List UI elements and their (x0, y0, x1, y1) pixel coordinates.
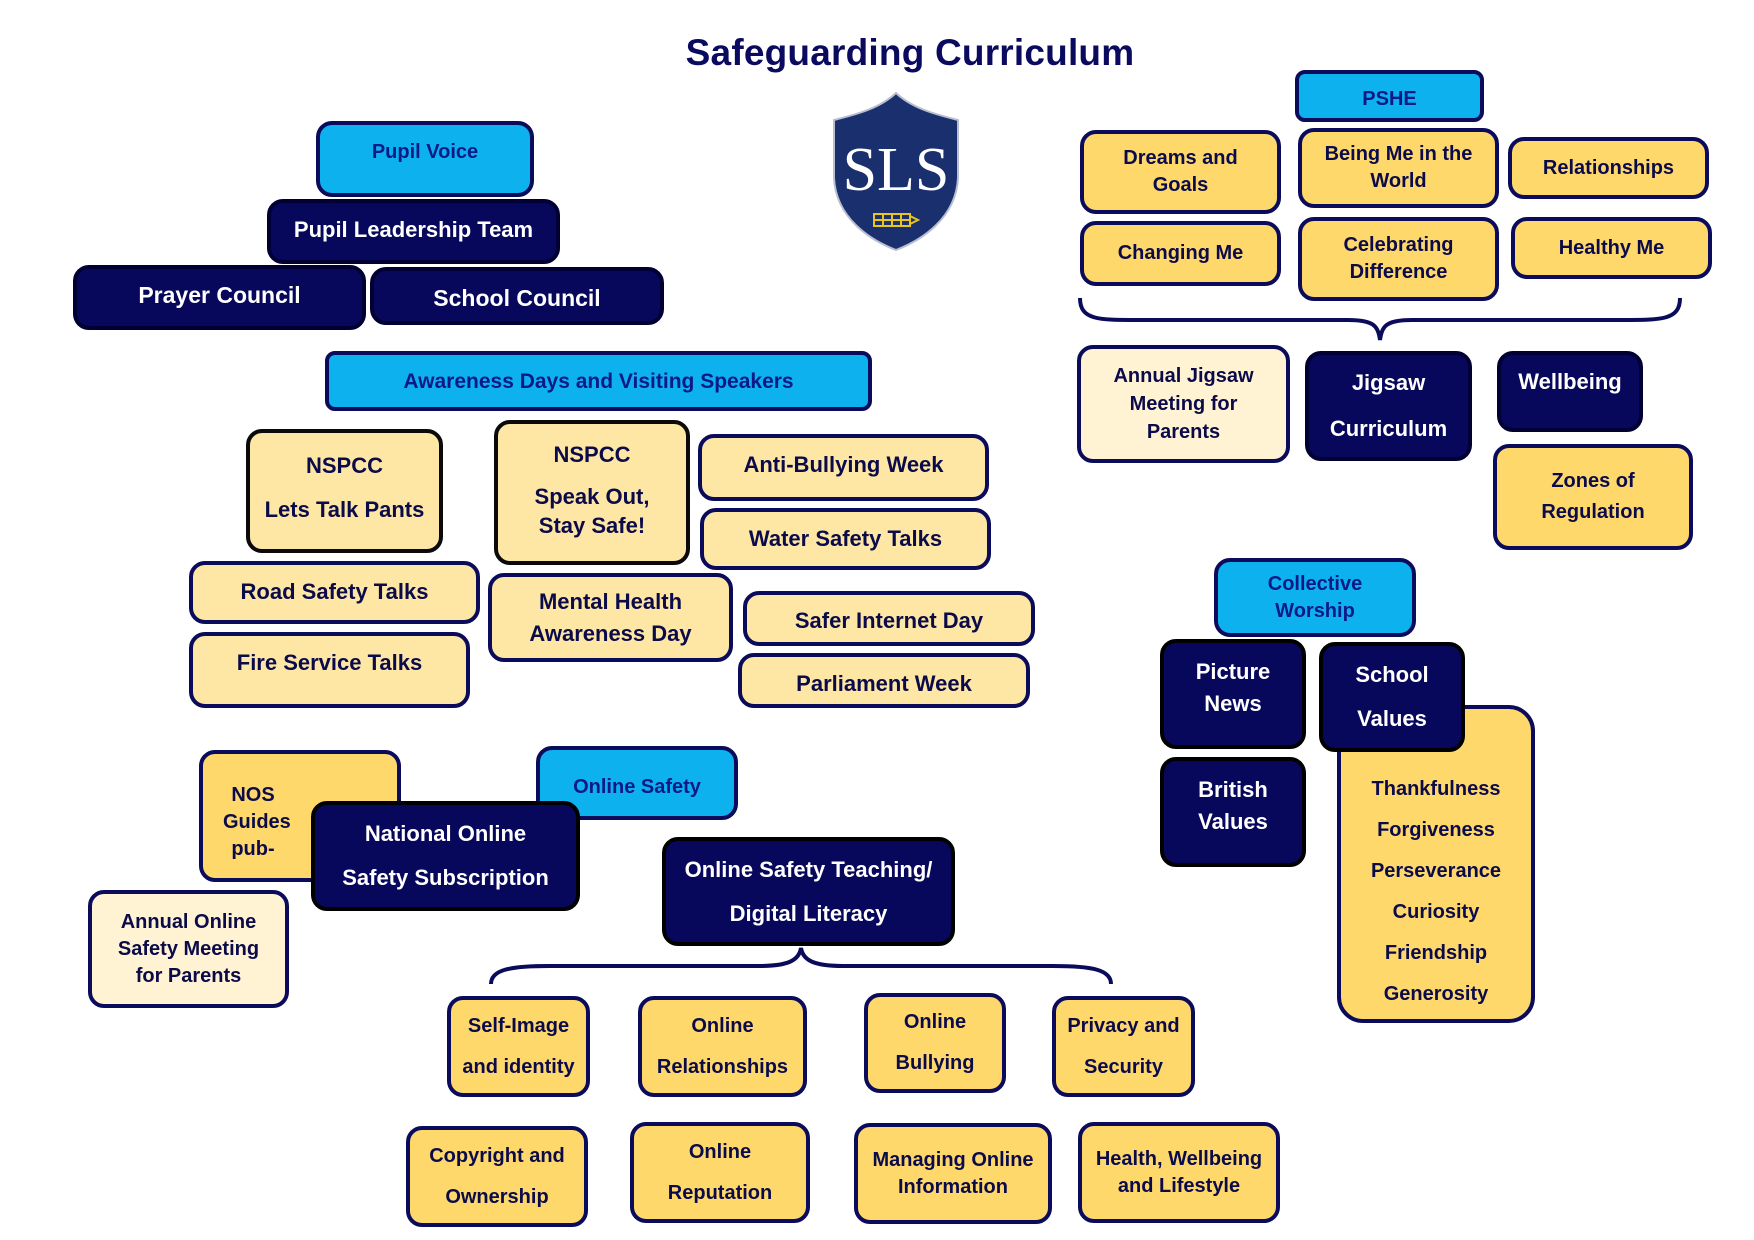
value-item: Forgiveness (1377, 819, 1495, 841)
road-safety-talks[interactable]: Road Safety Talks (189, 561, 480, 624)
prayer-council[interactable]: Prayer Council (73, 265, 366, 330)
pupil-voice-header[interactable]: Pupil Voice (316, 121, 534, 197)
school-values[interactable]: School Values (1319, 642, 1465, 752)
annual-jigsaw-meeting-for-parents[interactable]: Annual Jigsaw Meeting for Parents (1077, 345, 1290, 463)
school-crest-icon: SLS (833, 91, 959, 252)
pshe-topic-healthy-me[interactable]: Healthy Me (1511, 217, 1712, 279)
wellbeing[interactable]: Wellbeing (1497, 351, 1643, 432)
parliament-week[interactable]: Parliament Week (738, 653, 1030, 708)
nspcc-speak-out-stay-safe[interactable]: NSPCC Speak Out, Stay Safe! (494, 420, 690, 565)
annual-online-safety-meeting-for-parents[interactable]: Annual Online Safety Meeting for Parents (88, 890, 289, 1008)
page-title: Safeguarding Curriculum (685, 32, 1135, 73)
pupil-leadership-team[interactable]: Pupil Leadership Team (267, 199, 560, 264)
jigsaw-curriculum[interactable]: Jigsaw Curriculum (1305, 351, 1472, 461)
online-topic-relationships[interactable]: Online Relationships (638, 996, 807, 1097)
anti-bullying-week[interactable]: Anti-Bullying Week (698, 434, 989, 501)
value-item: Curiosity (1392, 901, 1480, 923)
value-item: Generosity (1383, 983, 1489, 1005)
pshe-topic-dreams-goals[interactable]: Dreams and Goals (1080, 130, 1281, 214)
crest-initials: SLS (843, 136, 950, 204)
online-topic-privacy-security[interactable]: Privacy and Security (1052, 996, 1195, 1097)
online-topic-managing-information[interactable]: Managing Online Information (854, 1123, 1052, 1224)
mental-health-awareness-day[interactable]: Mental Health Awareness Day (488, 573, 733, 662)
water-safety-talks[interactable]: Water Safety Talks (700, 508, 991, 570)
value-item: Perseverance (1370, 860, 1502, 882)
pshe-topic-relationships[interactable]: Relationships (1508, 137, 1709, 199)
nspcc-lets-talk-pants[interactable]: NSPCC Lets Talk Pants (246, 429, 443, 553)
online-topic-health-wellbeing[interactable]: Health, Wellbeing and Lifestyle (1078, 1122, 1280, 1223)
online-topic-copyright[interactable]: Copyright and Ownership (406, 1126, 588, 1227)
pshe-topic-celebrating-difference[interactable]: Celebrating Difference (1298, 217, 1499, 301)
fire-service-talks[interactable]: Fire Service Talks (189, 632, 470, 708)
pshe-header[interactable]: PSHE (1295, 70, 1484, 122)
online-topic-reputation[interactable]: Online Reputation (630, 1122, 810, 1223)
online-safety-teaching-digital-literacy[interactable]: Online Safety Teaching/ Digital Literacy (662, 837, 955, 946)
value-item: Thankfulness (1371, 778, 1501, 800)
safer-internet-day[interactable]: Safer Internet Day (743, 591, 1035, 646)
collective-worship-header[interactable]: Collective Worship (1214, 558, 1416, 637)
school-council[interactable]: School Council (370, 267, 664, 325)
value-item: Friendship (1384, 942, 1488, 964)
awareness-days-header[interactable]: Awareness Days and Visiting Speakers (325, 351, 872, 411)
pshe-brace (1078, 297, 1682, 341)
online-topic-bullying[interactable]: Online Bullying (864, 993, 1006, 1093)
online-safety-brace (489, 947, 1113, 985)
picture-news[interactable]: Picture News (1160, 639, 1306, 749)
online-topic-self-image[interactable]: Self-Image and identity (447, 996, 590, 1097)
nos-guides[interactable]: NOS Guides pub- (199, 750, 401, 882)
school-values-list: Thankfulness Forgiveness Perseverance Cu… (1337, 705, 1535, 1023)
zones-of-regulation[interactable]: Zones of Regulation (1493, 444, 1693, 550)
national-online-safety-subscription[interactable]: National Online Safety Subscription (311, 801, 580, 911)
pshe-topic-being-me[interactable]: Being Me in the World (1298, 128, 1499, 208)
pshe-topic-changing-me[interactable]: Changing Me (1080, 221, 1281, 286)
british-values[interactable]: British Values (1160, 757, 1306, 867)
